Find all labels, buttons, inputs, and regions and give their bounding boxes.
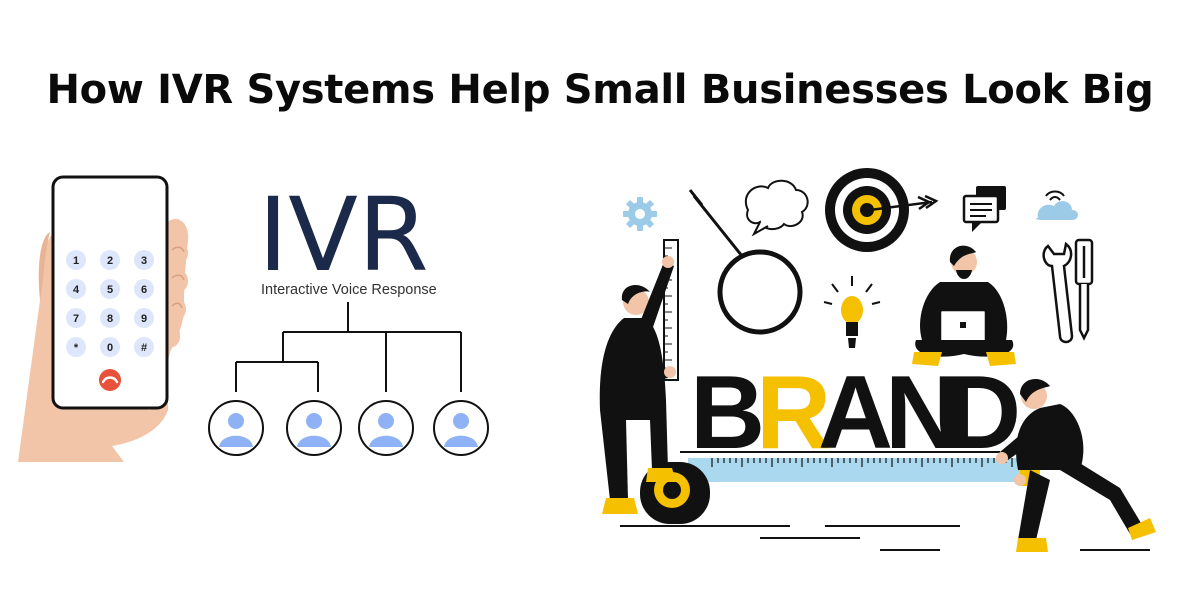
brand-letter: A xyxy=(818,355,893,471)
ivr-subtitle: Interactive Voice Response xyxy=(261,282,437,298)
keypad-key[interactable]: 3 xyxy=(134,250,154,270)
keypad-key[interactable]: 5 xyxy=(100,279,120,299)
person-pulling-tape xyxy=(996,379,1156,552)
keypad-key-label: 9 xyxy=(141,313,147,325)
wrench-icon xyxy=(1042,241,1074,344)
ground-lines xyxy=(620,525,1150,551)
keypad-key-label: 0 xyxy=(107,342,113,354)
keypad-key[interactable]: 2 xyxy=(100,250,120,270)
keypad-key-label: * xyxy=(74,342,79,354)
laptop-icon xyxy=(932,308,994,345)
end-call-icon[interactable] xyxy=(99,369,121,391)
magnifier-icon xyxy=(688,189,803,335)
keypad-key[interactable]: 8 xyxy=(100,308,120,328)
person-with-laptop xyxy=(912,245,1016,366)
keypad-key-label: # xyxy=(141,342,147,354)
lightbulb-icon xyxy=(823,276,881,348)
user-avatar-icon xyxy=(208,400,264,456)
chat-bubble-icon xyxy=(962,186,1006,232)
arrow-icon xyxy=(869,194,939,212)
keypad-key-label: 3 xyxy=(141,255,147,267)
keypad-key[interactable]: 7 xyxy=(66,308,86,328)
keypad-key[interactable]: # xyxy=(134,337,154,357)
page-title: How IVR Systems Help Small Businesses Lo… xyxy=(46,67,1154,113)
target-icon xyxy=(825,168,909,252)
keypad-key[interactable]: 1 xyxy=(66,250,86,270)
keypad-key-label: 8 xyxy=(107,313,113,325)
keypad-key[interactable]: * xyxy=(66,337,86,357)
measuring-tape-icon xyxy=(640,452,1040,524)
person-with-ruler xyxy=(599,256,676,514)
keypad-key[interactable]: 0 xyxy=(100,337,120,357)
user-avatar-icon xyxy=(286,400,342,456)
keypad-key-label: 6 xyxy=(141,284,147,296)
keypad-key-label: 1 xyxy=(73,255,79,267)
gear-icon xyxy=(623,197,657,231)
agent-avatars xyxy=(208,400,489,456)
keypad-key[interactable]: 4 xyxy=(66,279,86,299)
cloud-wifi-icon xyxy=(1035,190,1078,220)
user-avatar-icon xyxy=(358,400,414,456)
brain-chat-icon xyxy=(745,179,809,237)
ivr-heading: IVR xyxy=(258,176,429,295)
brand-letter: B xyxy=(690,355,765,471)
user-avatar-icon xyxy=(433,400,489,456)
keypad-key-label: 5 xyxy=(107,284,113,296)
call-routing-tree xyxy=(235,302,462,392)
keypad-key-label: 7 xyxy=(73,313,79,325)
keypad-key[interactable]: 9 xyxy=(134,308,154,328)
keypad-key-label: 2 xyxy=(107,255,113,267)
keypad-key[interactable]: 6 xyxy=(134,279,154,299)
keypad-key-label: 4 xyxy=(73,284,80,296)
keypad: 1 2 3 4 5 6 7 8 9 * 0 # xyxy=(66,250,154,357)
screwdriver-icon xyxy=(1074,238,1094,341)
